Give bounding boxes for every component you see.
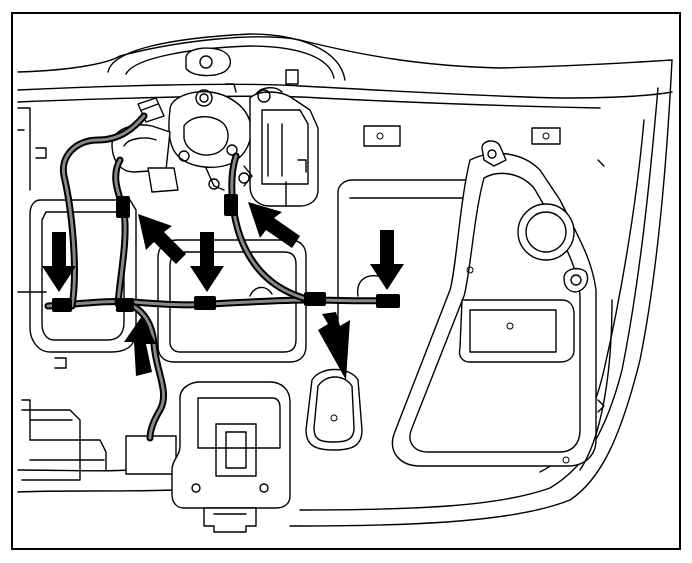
clamp-icon [116,196,130,218]
indicator-arrows [42,202,404,380]
door-latch-assembly [111,47,319,207]
diagonal-arrow-icon [124,316,156,376]
lower-connector-bracket [125,381,291,533]
clamp-icon [224,194,238,216]
diagonal-arrow-icon [318,312,350,380]
clamp-icon [376,294,400,308]
diagram-frame [11,12,681,550]
diagonal-arrow-icon [138,214,186,264]
door-panel [17,33,673,527]
down-arrow-icon [42,232,76,292]
clamp-icon [116,298,134,312]
harness-clamps [52,194,400,312]
diagonal-arrow-icon [248,202,300,248]
down-arrow-icon [190,232,224,292]
clamp-icon [52,298,72,312]
clamp-icon [304,292,326,306]
clamp-icon [194,296,216,310]
down-arrow-icon [370,230,404,290]
